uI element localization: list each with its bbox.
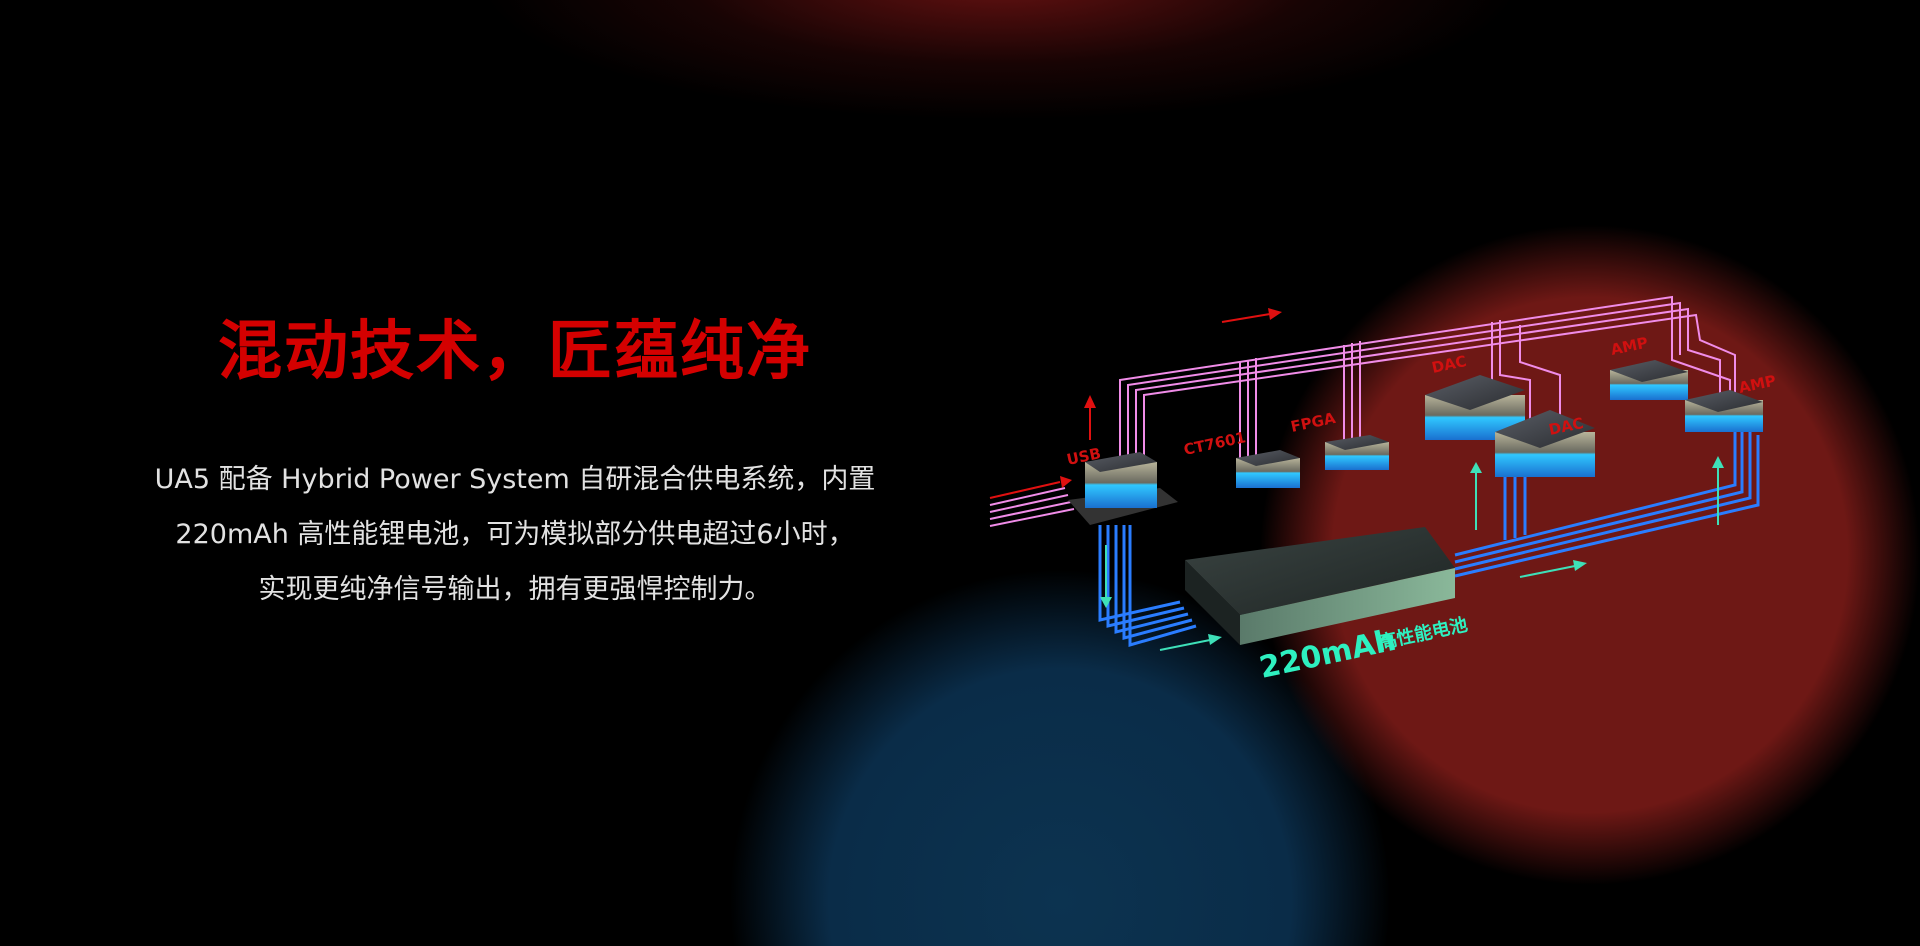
- chip-label: DAC: [1430, 352, 1468, 377]
- chip-dac-1: [1425, 375, 1525, 440]
- battery: [1185, 527, 1455, 645]
- description: UA5 配备 Hybrid Power System 自研混合供电系统，内置 2…: [0, 452, 1030, 617]
- arrow-up-icon: [1470, 462, 1482, 473]
- chip-amp-2: [1685, 390, 1763, 432]
- chip-amp-1: [1610, 360, 1688, 400]
- arrow-right-icon: [1208, 634, 1222, 645]
- description-line: 220mAh 高性能锂电池，可为模拟部分供电超过6小时，: [175, 519, 855, 550]
- chip-label: AMP: [1737, 372, 1777, 397]
- chip-dac-2: [1495, 410, 1595, 477]
- chip-label: FPGA: [1289, 409, 1337, 436]
- chip-fpga: [1325, 435, 1389, 470]
- chip-label: CT7601: [1182, 428, 1247, 459]
- headline: 混动技术，匠蕴纯净: [218, 315, 812, 389]
- description-line: UA5 配备 Hybrid Power System 自研混合供电系统，内置: [154, 464, 876, 495]
- chip-ct7601: [1236, 450, 1300, 488]
- battery-label: 高性能电池: [1377, 613, 1470, 653]
- chip-label: AMP: [1609, 334, 1649, 359]
- description-line: 实现更纯净信号输出，拥有更强悍控制力。: [258, 574, 772, 605]
- chip-usb: [1068, 452, 1178, 525]
- arrow-right-icon: [1268, 308, 1282, 320]
- flow-arrows: [989, 308, 1724, 651]
- arrow-up-icon: [1712, 456, 1724, 468]
- arrow-down-icon: [1100, 597, 1112, 608]
- arrow-up-icon: [1084, 395, 1096, 408]
- arrow-right-icon: [1060, 476, 1072, 488]
- arrow-right-icon: [1573, 560, 1587, 571]
